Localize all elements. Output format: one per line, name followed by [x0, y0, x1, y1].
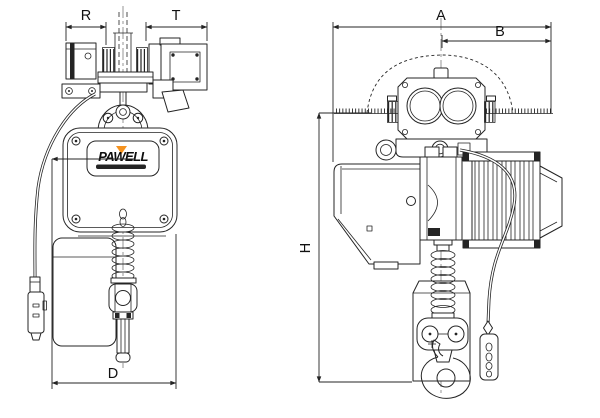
trolley-crossbar [97, 71, 154, 84]
limit-buffer [108, 283, 138, 313]
trolley-gusset [161, 89, 190, 113]
trolley-plate [387, 77, 496, 140]
front-view: PAWELL [27, 6, 208, 389]
hook [420, 339, 471, 399]
dimension-T: T [145, 8, 208, 41]
pendant-station-side [479, 333, 499, 381]
ibeam-section [113, 12, 133, 74]
dimension-label-T: T [172, 8, 181, 24]
brand-accent-triangle [116, 146, 127, 154]
trolley-assembly [61, 37, 208, 113]
trolley-wheel [406, 87, 444, 125]
brand-tagline-bar [96, 164, 146, 169]
pendant-station [27, 291, 47, 341]
hanger-lug [442, 146, 458, 158]
side-view: A B H [298, 8, 563, 399]
suspension-shackle [115, 104, 131, 120]
chain-anchor [428, 228, 440, 236]
trolley-motor [159, 37, 208, 91]
control-cover [333, 163, 421, 265]
dimension-R: R [65, 8, 107, 45]
buffer-spring [111, 223, 135, 281]
swivel-block [416, 317, 469, 351]
beam-profile-dashed [366, 54, 514, 114]
hanger-lug [424, 146, 440, 158]
suspension-arch [97, 104, 149, 132]
dimension-label-B: B [495, 24, 505, 40]
dimension-label-A: A [436, 8, 446, 24]
inspection-hole [406, 196, 416, 206]
dimension-label-R: R [81, 8, 91, 24]
pendant-front [27, 92, 96, 341]
trolley-wheel [439, 87, 477, 125]
chain-container [52, 237, 117, 347]
brand-logo: PAWELL [86, 140, 160, 177]
dimension-A: A [332, 8, 552, 162]
buffer-spring-side [430, 250, 456, 315]
dimension-B: B [441, 24, 552, 48]
hook-assembly [416, 239, 471, 399]
motor-cooling-fins [462, 151, 563, 249]
brand-name: PAWELL [98, 149, 148, 164]
load-chain-front [108, 208, 138, 363]
suspension-eye [375, 139, 397, 161]
hoist-body-side [333, 151, 563, 270]
motor-end-cap [539, 165, 563, 239]
chain-guide-column [419, 156, 463, 241]
chain-pin [115, 318, 131, 363]
pendant-side [459, 148, 517, 381]
hoist-body-front: PAWELL [62, 127, 178, 237]
dimension-label-H: H [298, 243, 314, 253]
dimension-H: H [298, 112, 412, 383]
trolley-bracket-left [61, 83, 101, 99]
anchor-bolt [433, 67, 449, 80]
dimension-label-D: D [108, 366, 118, 382]
dimension-D: D [51, 156, 177, 389]
